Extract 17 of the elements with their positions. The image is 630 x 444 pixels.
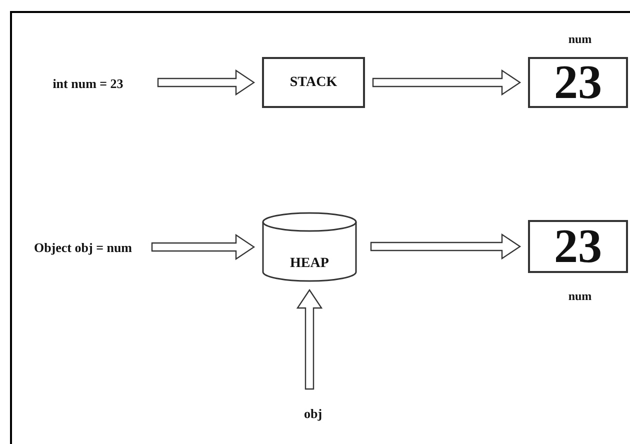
block-arrow: [157, 69, 256, 96]
variable-name: num: [568, 32, 592, 47]
box-label: STACK: [290, 74, 338, 90]
code-text: int num = 23: [52, 76, 124, 92]
block-arrow: [296, 288, 323, 390]
variable-name: num: [568, 289, 592, 304]
block-arrow: [370, 233, 522, 260]
value-text: 23: [554, 219, 602, 274]
value-box: [528, 220, 628, 273]
block-arrow: [151, 234, 256, 260]
value-text: 23: [554, 55, 602, 110]
code-text: obj: [304, 406, 322, 422]
box-label: HEAP: [290, 256, 329, 272]
value-box: [528, 57, 628, 108]
block-arrow: [372, 69, 522, 96]
code-text: Object obj = num: [34, 240, 132, 256]
memory-box: [262, 57, 365, 108]
